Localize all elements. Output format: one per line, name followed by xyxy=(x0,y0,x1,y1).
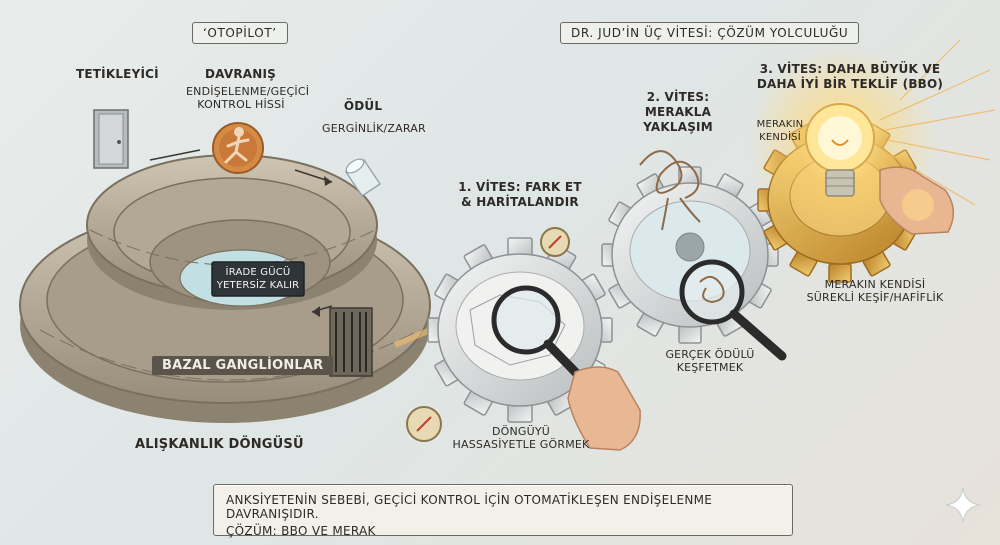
door-icon xyxy=(93,109,129,169)
otopilot-title: ‘OTOPİLOT’ xyxy=(192,22,288,44)
willpower-text: İRADE GÜCÜ YETERSİZ KALIR xyxy=(216,267,300,291)
gear2-caption: GERÇEK ÖDÜLÜ KEŞFETMEK xyxy=(665,348,755,374)
reward-title: ÖDÜL xyxy=(343,99,383,113)
trigger-label: TETİKLEYİCİ xyxy=(76,67,159,81)
summary-line-2: ÇÖZÜM: BBO VE MERAK xyxy=(226,524,376,538)
gear3-title: 3. VİTES: DAHA BÜYÜK VE DAHA İYİ BİR TEK… xyxy=(756,62,944,91)
gate-icon xyxy=(329,307,373,377)
willpower-sign xyxy=(211,261,305,297)
gear3-side-label: MERAKIN KENDİSİ xyxy=(756,119,804,143)
basal-ganglia-label: BAZAL GANGLİONLAR xyxy=(152,356,334,375)
jar-icon xyxy=(344,158,382,198)
tangled-string-icon xyxy=(639,150,701,231)
compass-icon xyxy=(540,227,570,257)
sparkle-icon xyxy=(945,487,981,523)
behavior-desc: ENDİŞELENME/GEÇİCİ KONTROL HİSSİ xyxy=(186,85,310,111)
gear3-caption: MERAKIN KENDİSİ SÜREKLİ KEŞİF/HAFİFLİK xyxy=(806,278,944,304)
gear-2 xyxy=(601,166,779,344)
summary-plaque: ANKSİYETENİN SEBEBİ, GEÇİCİ KONTROL İÇİN… xyxy=(213,484,793,538)
behavior-title: DAVRANIŞ xyxy=(205,67,276,81)
habit-loop-label: ALIŞKANLIK DÖNGÜSÜ xyxy=(135,437,304,452)
reward-desc: GERGİNLİK/ZARAR xyxy=(322,122,426,135)
compass-icon xyxy=(406,406,442,442)
sparkle-icon xyxy=(879,39,996,206)
hand-icon xyxy=(567,366,641,451)
gear1-caption: DÖNGÜYÜ HASSASİYETLE GÖRMEK xyxy=(452,425,590,451)
summary-line-1: ANKSİYETENİN SEBEBİ, GEÇİCİ KONTROL İÇİN… xyxy=(226,493,713,521)
lightbulb-icon xyxy=(805,103,875,197)
magnifier-icon xyxy=(679,259,787,361)
gear2-title: 2. VİTES: MERAKLA YAKLAŞIM xyxy=(643,90,713,134)
gear1-title: 1. VİTES: FARK ET & HARİTALANDIR xyxy=(458,180,582,209)
hand-icon xyxy=(879,166,954,235)
habit-loop-spiral xyxy=(19,149,431,423)
solution-title: DR. JUD’İN ÜÇ VİTESİ: ÇÖZÜM YOLCULUĞU xyxy=(560,22,860,44)
person-icon xyxy=(212,122,264,174)
